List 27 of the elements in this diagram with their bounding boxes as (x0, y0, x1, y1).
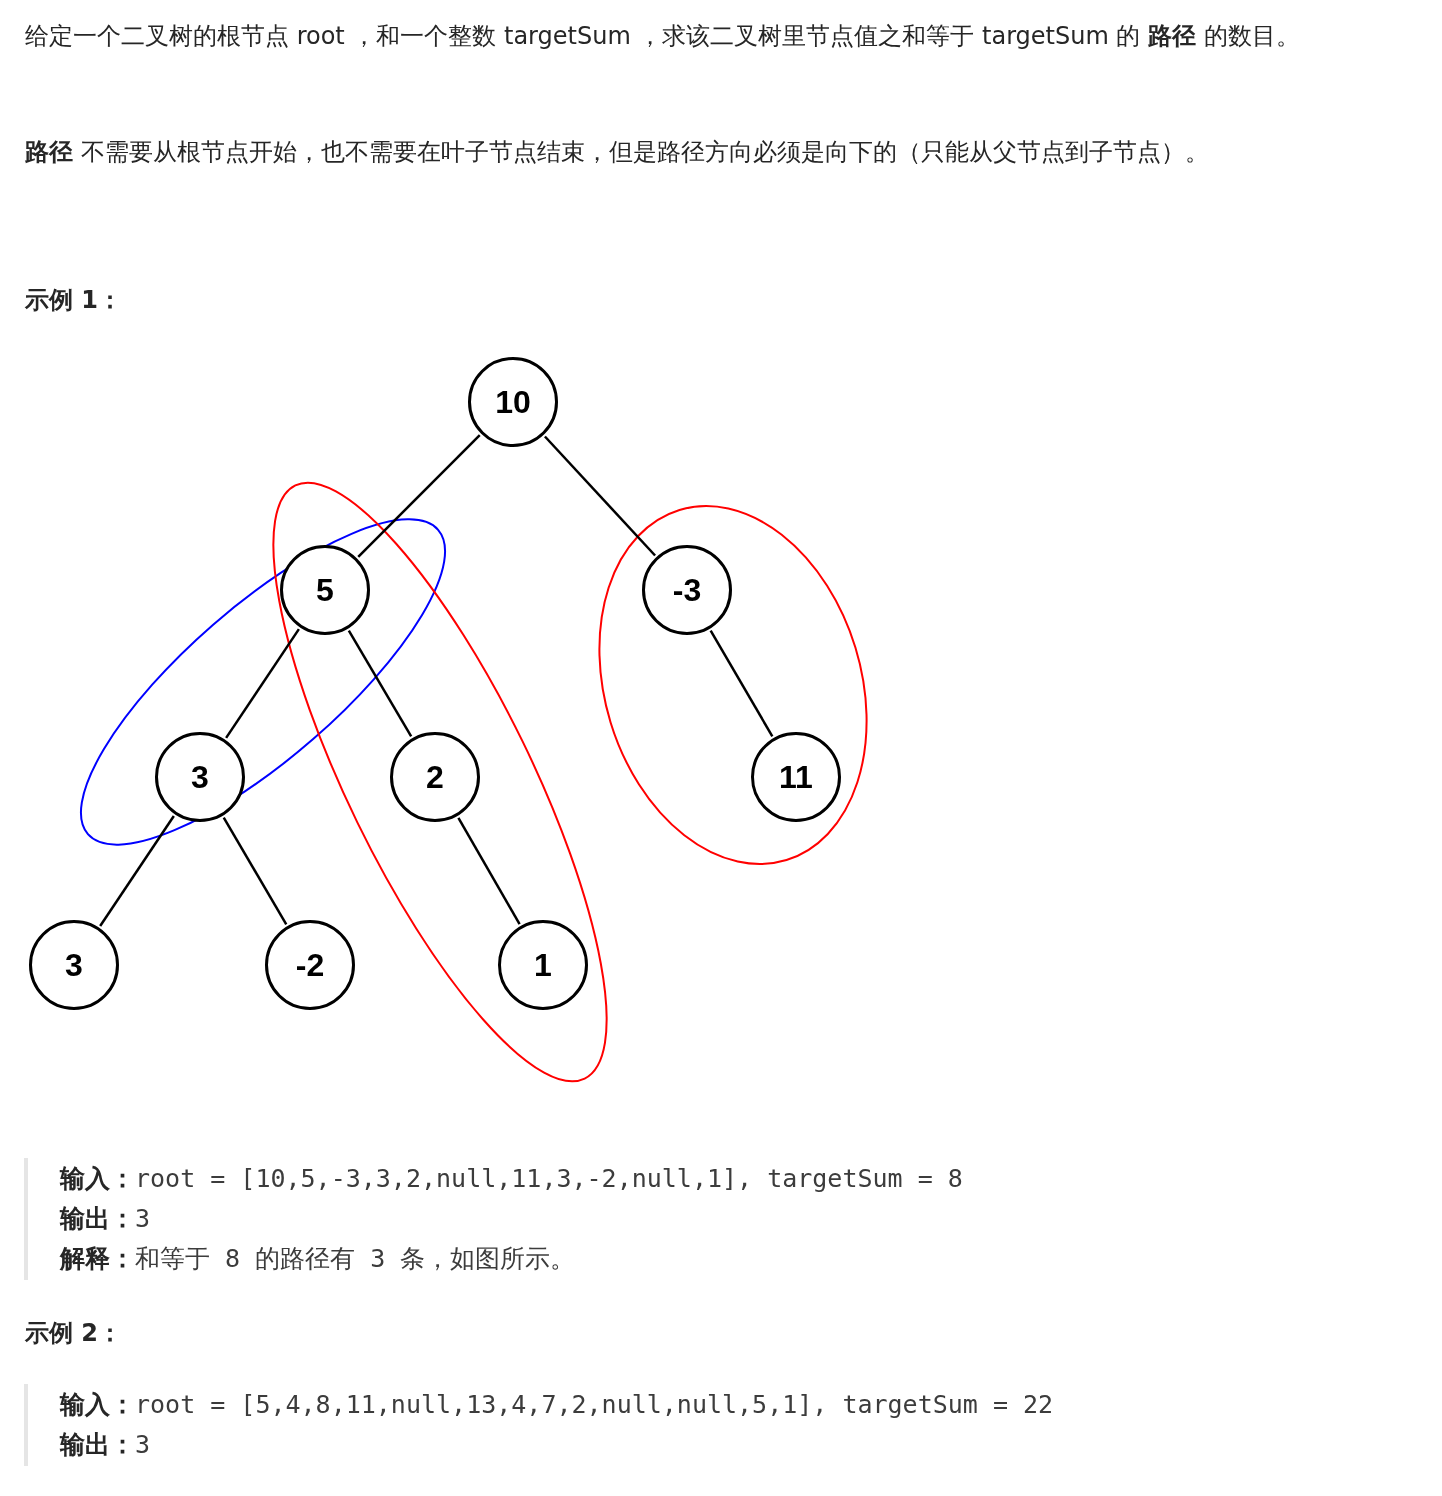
node-value: 5 (316, 571, 334, 609)
paragraph: 路径 不需要从根节点开始，也不需要在叶子节点结束，但是路径方向必须是向下的（只能从父节点到子节点）。 (25, 137, 1209, 168)
example-heading: 示例 2： (25, 1318, 123, 1349)
node-value: -2 (295, 946, 325, 984)
code-line: 输出：3 (60, 1429, 151, 1461)
para: 给定一个二叉树的根节点 root ，和一个整数 targetSum ，求该二叉树里节点值之和等于 targetSum 的 路径 的数目。 (25, 21, 1301, 52)
node-value: 3 (191, 758, 209, 796)
tree-edge (457, 817, 521, 925)
node-value: -3 (672, 571, 702, 609)
code-line: 输入：root = [10,5,-3,3,2,null,11,3,-2,null,1], targetSum = 8 (60, 1163, 963, 1195)
node-value: 1 (534, 946, 552, 984)
example-heading: 示例 1： (25, 285, 123, 316)
tree-edge (544, 435, 656, 557)
code-line: 输入：root = [5,4,8,11,null,13,4,7,2,null,null,5,1], targetSum = 22 (60, 1389, 1054, 1421)
code-line: 解释：和等于 8 的路径有 3 条，如图所示。 (60, 1243, 576, 1275)
tree-edge (357, 434, 481, 558)
node-value: 11 (779, 758, 813, 796)
node-value: 3 (65, 946, 83, 984)
node-value: 2 (426, 758, 444, 796)
tree-edge (225, 628, 300, 739)
tree-edge (99, 815, 175, 927)
tree-node-circle (751, 732, 841, 822)
tree-edge (709, 630, 774, 738)
code-line: 输出：3 (60, 1203, 151, 1235)
tree-edge (222, 816, 288, 926)
node-value: 10 (495, 383, 531, 421)
tree-edge (347, 629, 413, 738)
